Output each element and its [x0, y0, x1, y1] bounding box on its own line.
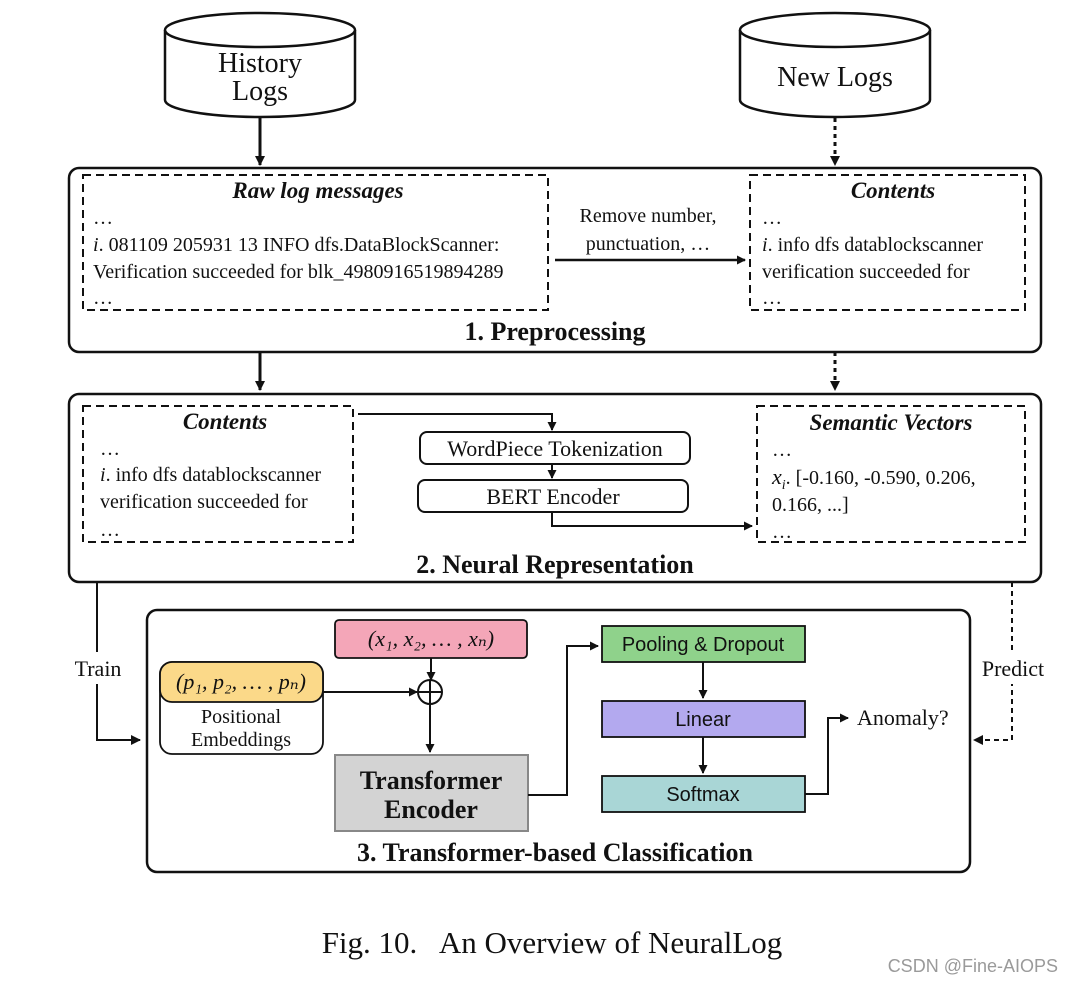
pooling-dropout-box: Pooling & Dropout: [601, 625, 806, 663]
raw-log-line1: …: [93, 207, 113, 229]
train-label-bg: [66, 652, 130, 684]
vectors-sub: i: [782, 478, 786, 493]
remove-label-line1: Remove number,: [580, 205, 717, 227]
linear-label: Linear: [675, 709, 731, 731]
transformer-label-line1: Transformer: [360, 766, 502, 795]
softmax-box: Softmax: [601, 775, 806, 813]
history-logs-database: History Logs: [163, 11, 357, 119]
remove-label-line2: punctuation, …: [586, 233, 710, 255]
new-logs-database: New Logs: [738, 11, 932, 119]
preprocessing-section: Raw log messages … i. 081109 205931 13 I…: [67, 166, 1043, 354]
positional-label-line1: Positional: [201, 706, 281, 728]
bert-encoder-box: BERT Encoder: [417, 479, 689, 513]
neural-contents-box: Contents … i. info dfs datablockscanner …: [82, 405, 354, 543]
contents-index: i: [762, 234, 768, 256]
wordpiece-tokenization-box: WordPiece Tokenization: [419, 431, 691, 465]
vectors-line2: xi. [-0.160, -0.590, 0.206,: [771, 464, 976, 493]
raw-log-index: i: [93, 234, 99, 256]
transformer-to-pooling-arrow: [528, 641, 599, 796]
history-logs-line2: Logs: [232, 76, 288, 107]
watermark: CSDN @Fine-AIOPS: [888, 956, 1058, 976]
preprocessing-title: 1. Preprocessing: [464, 317, 645, 346]
classification-section: (x₁, x₂, … , xₙ) (p₁, p₂, … , pₙ) Positi…: [145, 608, 972, 874]
positional-label-line2: Embeddings: [191, 729, 291, 751]
predict-label-bg: [973, 652, 1053, 684]
add-operator: [417, 679, 443, 705]
softmax-label: Softmax: [666, 784, 739, 806]
input-sequence-label: (x₁, x₂, … , xₙ): [368, 626, 494, 651]
contents-line4: …: [762, 287, 782, 309]
contents-line2: i. info dfs datablockscanner: [762, 234, 983, 256]
softmax-to-anomaly-arrow: [805, 713, 849, 795]
neural-contents-line1: …: [100, 438, 120, 460]
contents-line2-text: . info dfs datablockscanner: [768, 234, 984, 256]
preprocessed-contents-box: Contents … i. info dfs datablockscanner …: [749, 174, 1026, 311]
wordpiece-label: WordPiece Tokenization: [447, 436, 663, 461]
semantic-vectors-box: Semantic Vectors … xi. [-0.160, -0.590, …: [756, 405, 1026, 543]
vectors-line3: 0.166, ...]: [772, 494, 849, 516]
transformer-encoder-box: Transformer Encoder: [334, 754, 529, 832]
raw-log-line2-text: . 081109 205931 13 INFO dfs.DataBlockSca…: [99, 234, 500, 256]
raw-log-messages-box: Raw log messages … i. 081109 205931 13 I…: [82, 174, 549, 311]
raw-log-line4: …: [93, 287, 113, 309]
new-logs-label: New Logs: [777, 62, 893, 93]
contents-line3: verification succeeded for: [762, 261, 970, 283]
linear-box: Linear: [601, 700, 806, 738]
neural-contents-line3: verification succeeded for: [100, 491, 308, 513]
pooling-label: Pooling & Dropout: [622, 634, 785, 656]
vectors-var: x: [771, 464, 782, 489]
contents-line1: …: [762, 207, 782, 229]
bert-label: BERT Encoder: [486, 484, 620, 509]
neural-contents-line4: …: [100, 519, 120, 541]
transformer-label-line2: Encoder: [384, 795, 478, 824]
positional-sequence-label: (p₁, p₂, … , pₙ): [176, 669, 306, 694]
anomaly-label: Anomaly?: [857, 705, 949, 730]
history-logs-line1: History: [218, 48, 302, 79]
neural-contents-title: Contents: [183, 409, 267, 434]
vectors-line2-text: . [-0.160, -0.590, 0.206,: [786, 467, 976, 489]
train-path-arrow: [96, 582, 141, 745]
neural-contents-index: i: [100, 464, 106, 486]
raw-log-line3: Verification succeeded for blk_498091651…: [93, 261, 503, 283]
neural-contents-line2: i. info dfs datablockscanner: [100, 464, 321, 486]
contents-title: Contents: [851, 178, 935, 203]
predict-path-arrow: [973, 582, 1013, 745]
train-label: Train: [75, 656, 122, 681]
figure-caption: Fig. 10. An Overview of NeuralLog: [322, 925, 783, 960]
raw-log-title: Raw log messages: [231, 178, 403, 203]
classification-title: 3. Transformer-based Classification: [357, 838, 754, 867]
vectors-line4: …: [772, 521, 792, 543]
raw-log-line2: i. 081109 205931 13 INFO dfs.DataBlockSc…: [93, 234, 499, 256]
semantic-vectors-title: Semantic Vectors: [810, 410, 973, 435]
input-sequence-box: (x₁, x₂, … , xₙ): [334, 619, 528, 659]
positional-embeddings-box: (p₁, p₂, … , pₙ) Positional Embeddings: [159, 661, 324, 755]
bert-to-vectors-arrow: [551, 512, 753, 531]
vectors-line1: …: [772, 439, 792, 461]
neural-representation-title: 2. Neural Representation: [416, 550, 694, 579]
neural-representation-section: Contents … i. info dfs datablockscanner …: [67, 392, 1043, 584]
neural-contents-line2-text: . info dfs datablockscanner: [106, 464, 322, 486]
contents-to-wordpiece-arrow: [358, 413, 557, 431]
predict-label: Predict: [982, 656, 1044, 681]
